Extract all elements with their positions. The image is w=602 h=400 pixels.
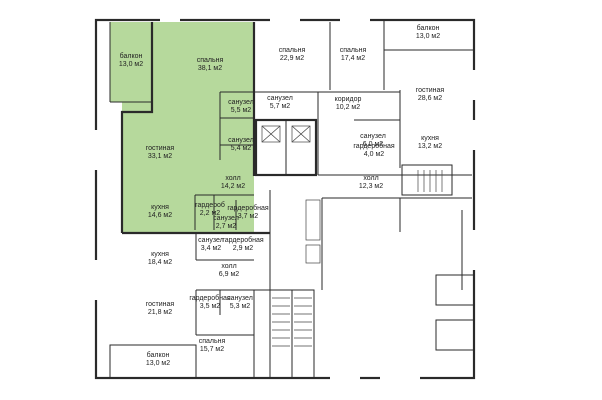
room-name: гостиная: [146, 145, 175, 152]
room-name: санузел: [227, 295, 253, 302]
room-name: гостиная: [146, 301, 175, 308]
room-name: холл: [221, 263, 236, 270]
room-area: 28,6 м2: [418, 95, 442, 102]
room-area: 2,7 м2: [216, 223, 236, 230]
room-name: балкон: [417, 24, 440, 32]
window-marks: [94, 18, 476, 380]
room-name: кухня: [151, 204, 169, 211]
room-name: санузел: [267, 95, 293, 102]
room-area: 3,5 м2: [200, 303, 220, 310]
room-name: гостиная: [416, 87, 445, 94]
room-area: 6,9 м2: [219, 271, 239, 278]
room-area: 10,2 м2: [336, 104, 360, 111]
room-area: 3,4 м2: [201, 245, 221, 252]
room-name: спальня: [340, 47, 367, 54]
room-area: 5,5 м2: [231, 107, 251, 114]
room-area: 13,0 м2: [146, 360, 170, 367]
room-area: 2,9 м2: [233, 245, 253, 252]
room-area: 18,4 м2: [148, 259, 172, 266]
room-name: санузел: [360, 133, 386, 140]
room-name: балкон: [147, 351, 170, 359]
room-name: гардеробная: [227, 204, 269, 212]
room-name: санузел: [228, 137, 254, 144]
room-name: спальня: [199, 338, 226, 345]
room-area: 17,4 м2: [341, 55, 365, 62]
room-area: 6,0 м2: [363, 141, 383, 148]
room-name: санузел: [198, 237, 224, 244]
room-name: спальня: [197, 57, 224, 64]
room-area: 5,3 м2: [230, 303, 250, 310]
room-area: 13,0 м2: [416, 33, 440, 40]
room-area: 15,7 м2: [200, 346, 224, 353]
stairs-right: [417, 170, 443, 192]
room-area: 33,1 м2: [148, 153, 172, 160]
highlight-balcony: [110, 22, 152, 102]
room-name: гардеробная: [189, 294, 231, 302]
room-name: санузел: [228, 99, 254, 106]
room-name: балкон: [120, 52, 143, 60]
highlight-area: [122, 22, 254, 233]
room-area: 14,6 м2: [148, 212, 172, 219]
room-area: 13,0 м2: [119, 61, 143, 68]
building-walls: [94, 18, 476, 380]
room-area: 38,1 м2: [198, 65, 222, 72]
room-area: 5,4 м2: [231, 145, 251, 152]
room-name: холл: [225, 175, 240, 182]
room-name: коридор: [335, 96, 362, 103]
room-area: 2,2 м2: [200, 210, 220, 217]
room-name: спальня: [279, 47, 306, 54]
room-name: гардеробная: [222, 236, 264, 244]
room-area: 14,2 м2: [221, 183, 245, 190]
room-area: 13,2 м2: [418, 143, 442, 150]
room-area: 12,3 м2: [359, 183, 383, 190]
room-area: 22,9 м2: [280, 55, 304, 62]
room-area: 5,7 м2: [270, 103, 290, 110]
room-area: 21,8 м2: [148, 309, 172, 316]
room-area: 4,0 м2: [364, 151, 384, 158]
room-name: гардероб: [195, 201, 225, 209]
room-name: кухня: [421, 135, 439, 142]
highlighted-apartment: [110, 22, 254, 233]
room-name: гардеробная: [353, 142, 395, 150]
room-name: санузел: [213, 215, 239, 222]
room-name: холл: [363, 175, 378, 182]
stairs-steps: [272, 297, 312, 347]
room-area: 3,7 м2: [238, 213, 258, 220]
room-name: кухня: [151, 251, 169, 258]
